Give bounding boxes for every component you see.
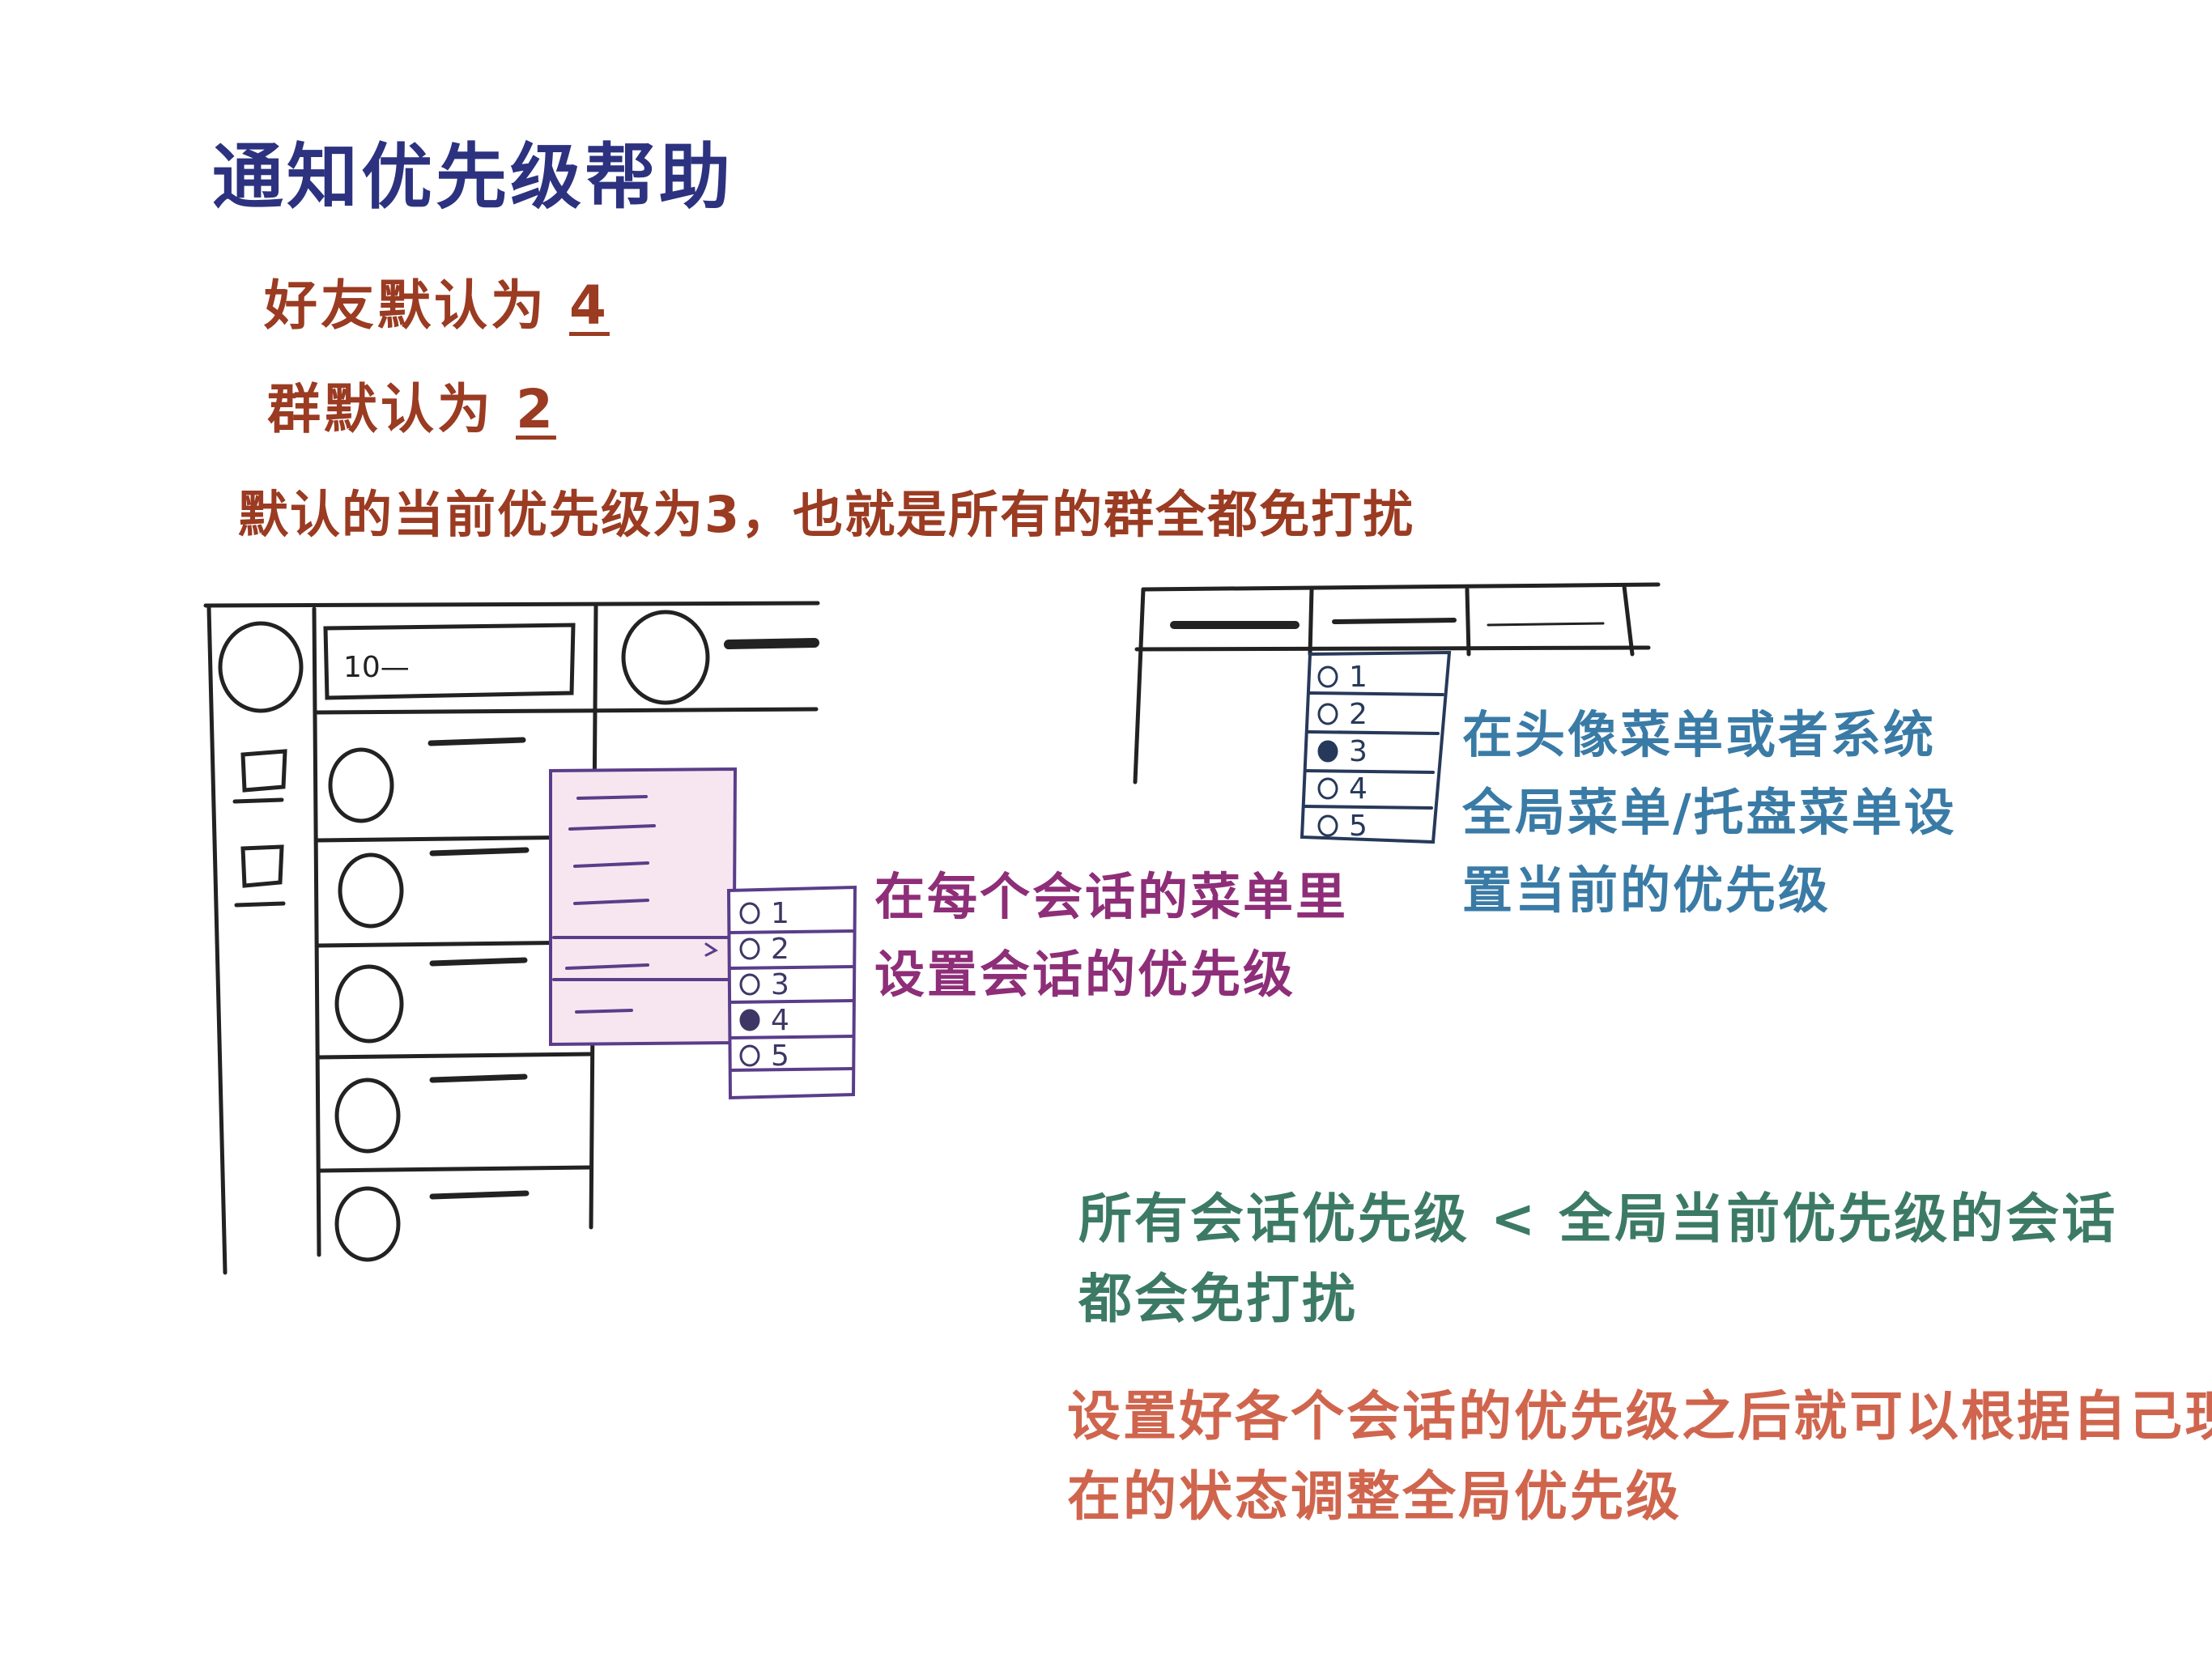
tip-line: 在的状态调整全局优先级 [1067, 1465, 1682, 1528]
radio-icon[interactable] [1317, 777, 1338, 800]
friend-default-label: 好友默认为 [264, 274, 547, 337]
current-priority-note: 默认的当前优先级为3，也就是所有的群全都免打扰 [238, 485, 1415, 544]
search-input-text[interactable]: 10— [343, 651, 410, 684]
radio-selected-icon[interactable] [1317, 740, 1338, 763]
radio-selected-icon[interactable] [739, 1009, 760, 1031]
menubar-item[interactable] [1487, 622, 1605, 627]
priority-option-label: 2 [1349, 698, 1368, 731]
priority-option-label: 3 [1349, 735, 1368, 768]
group-default-value: 2 [515, 378, 556, 440]
conversation-avatar-icon [334, 964, 404, 1044]
radio-icon[interactable] [739, 973, 760, 996]
priority-option-1[interactable]: 1 [1317, 661, 1368, 694]
rule-line: 所有会话优先级 < 全局当前优先级的会话 [1078, 1188, 2118, 1250]
global-priority-options: 1 2 3 4 5 [1317, 661, 1368, 843]
page-title: 通知优先级帮助 [212, 135, 734, 219]
conversation-row[interactable] [334, 1186, 530, 1262]
global-menubar [1133, 582, 1661, 784]
conversation-row[interactable] [315, 737, 595, 843]
priority-option-label: 1 [771, 897, 789, 930]
submenu-chevron-right-icon [704, 942, 718, 957]
annotation-line: 在每个会话的菜单里 [874, 867, 1349, 926]
friend-default-note: 好友默认为 4 [264, 275, 610, 337]
rule-line: 都会免打扰 [1078, 1268, 1358, 1330]
radio-icon[interactable] [1317, 703, 1338, 725]
priority-option-label: 4 [771, 1004, 789, 1037]
menubar-item[interactable] [1332, 618, 1457, 624]
chat-list-icon[interactable] [232, 749, 287, 804]
priority-option-label: 3 [771, 968, 789, 1001]
priority-option-3[interactable]: 3 [739, 968, 789, 1001]
conversation-avatar-icon [334, 1078, 401, 1154]
session-menu-annotation: 在每个会话的菜单里 设置会话的优先级 [874, 858, 1348, 1014]
annotation-line: 在头像菜单或者系统 [1462, 705, 1937, 764]
global-priority-dropdown[interactable] [1300, 650, 1452, 844]
global-menu-annotation: 在头像菜单或者系统 全局菜单/托盘菜单设 置当前的优先级 [1462, 696, 1957, 929]
priority-option-label: 4 [1349, 772, 1368, 806]
group-default-label: 群默认为 [267, 378, 494, 440]
search-box[interactable] [323, 623, 576, 700]
annotation-line: 全局菜单/托盘菜单设 [1462, 783, 1957, 843]
conversation-row[interactable] [315, 847, 593, 948]
conversation-row[interactable] [318, 1073, 593, 1173]
priority-option-3[interactable]: 3 [1317, 735, 1368, 768]
annotation-line: 设置会话的优先级 [874, 945, 1296, 1005]
priority-option-label: 2 [771, 933, 789, 966]
radio-icon[interactable] [739, 1044, 760, 1067]
conversation-row[interactable] [317, 957, 593, 1060]
session-priority-submenu[interactable] [726, 885, 857, 1100]
priority-option-5[interactable]: 5 [739, 1039, 789, 1073]
priority-menu-item[interactable] [565, 963, 649, 970]
priority-option-2[interactable]: 2 [1317, 698, 1368, 731]
group-default-note: 群默认为 2 [267, 379, 556, 440]
annotation-line: 置当前的优先级 [1462, 861, 1831, 920]
radio-icon[interactable] [1317, 665, 1338, 688]
chat-header-name [724, 638, 819, 649]
conversation-avatar-icon [334, 1186, 401, 1262]
priority-option-label: 1 [1349, 661, 1368, 694]
priority-option-2[interactable]: 2 [739, 933, 789, 966]
priority-option-4[interactable]: 4 [739, 1004, 789, 1037]
radio-icon[interactable] [739, 902, 760, 925]
priority-option-1[interactable]: 1 [739, 897, 789, 930]
radio-icon[interactable] [1317, 814, 1338, 837]
priority-option-label: 5 [771, 1039, 789, 1073]
priority-option-label: 5 [1349, 810, 1368, 843]
priority-option-4[interactable]: 4 [1317, 772, 1368, 806]
user-avatar-icon[interactable] [218, 621, 304, 713]
priority-rule-note: 所有会话优先级 < 全局当前优先级的会话 都会免打扰 [1078, 1179, 2117, 1339]
usage-tip-note: 设置好各个会话的优先级之后就可以根据自己现 在的状态调整全局优先级 [1067, 1376, 2212, 1537]
chat-header-avatar-icon[interactable] [621, 610, 710, 705]
contacts-icon[interactable] [234, 844, 286, 908]
priority-option-5[interactable]: 5 [1317, 810, 1368, 843]
friend-default-value: 4 [568, 274, 610, 337]
conversation-avatar-icon [338, 852, 404, 929]
session-context-menu[interactable] [549, 767, 738, 1047]
conversation-avatar-icon [328, 747, 394, 823]
radio-icon[interactable] [739, 937, 760, 960]
tip-line: 设置好各个会话的优先级之后就可以根据自己现 [1067, 1385, 2212, 1448]
